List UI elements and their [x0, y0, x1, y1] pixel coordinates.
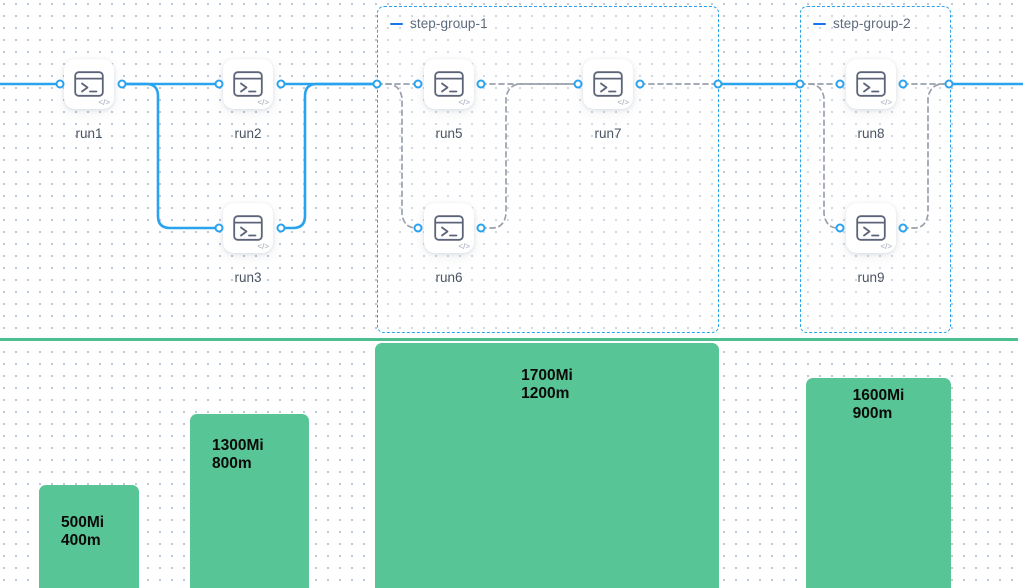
- group-label: step-group-1: [410, 16, 488, 31]
- code-icon: </>: [257, 242, 269, 251]
- code-icon: </>: [98, 98, 110, 107]
- node-run3[interactable]: </>: [223, 203, 273, 253]
- section-divider: [0, 338, 1018, 341]
- node-run7[interactable]: </>: [583, 59, 633, 109]
- node-label-run8: run8: [857, 126, 885, 141]
- code-icon: </>: [458, 98, 470, 107]
- terminal-icon: [434, 215, 464, 241]
- bar-label: 1700Mi 1200m: [521, 367, 573, 403]
- bar-step-group-1[interactable]: 1700Mi 1200m: [375, 343, 719, 588]
- node-label-run7: run7: [594, 126, 622, 141]
- terminal-icon: [74, 71, 104, 97]
- group-header-step-group-1: step-group-1: [390, 16, 488, 31]
- node-label-run6: run6: [435, 270, 463, 285]
- node-label-run1: run1: [75, 126, 103, 141]
- bar-label: 500Mi 400m: [61, 514, 105, 550]
- bar-label: 1300Mi 800m: [212, 437, 264, 473]
- node-label-run2: run2: [234, 126, 262, 141]
- node-label-run9: run9: [857, 270, 885, 285]
- terminal-icon: [856, 215, 886, 241]
- bar-run1[interactable]: 500Mi 400m: [39, 485, 139, 588]
- code-icon: </>: [257, 98, 269, 107]
- minus-icon[interactable]: [390, 22, 403, 26]
- bar-step-group-2[interactable]: 1600Mi 900m: [806, 378, 951, 588]
- group-header-step-group-2: step-group-2: [813, 16, 911, 31]
- bar-run23[interactable]: 1300Mi 800m: [190, 414, 309, 588]
- node-run8[interactable]: </>: [846, 59, 896, 109]
- node-run2[interactable]: </>: [223, 59, 273, 109]
- code-icon: </>: [617, 98, 629, 107]
- code-icon: </>: [880, 242, 892, 251]
- node-label-run5: run5: [435, 126, 463, 141]
- node-run1[interactable]: </>: [64, 59, 114, 109]
- bar-label: 1600Mi 900m: [852, 387, 905, 423]
- terminal-icon: [434, 71, 464, 97]
- terminal-icon: [233, 71, 263, 97]
- code-icon: </>: [458, 242, 470, 251]
- code-icon: </>: [880, 98, 892, 107]
- minus-icon[interactable]: [813, 22, 826, 26]
- node-run5[interactable]: </>: [424, 59, 474, 109]
- terminal-icon: [593, 71, 623, 97]
- terminal-icon: [233, 215, 263, 241]
- terminal-icon: [856, 71, 886, 97]
- group-label: step-group-2: [833, 16, 911, 31]
- node-run6[interactable]: </>: [424, 203, 474, 253]
- node-label-run3: run3: [234, 270, 262, 285]
- node-run9[interactable]: </>: [846, 203, 896, 253]
